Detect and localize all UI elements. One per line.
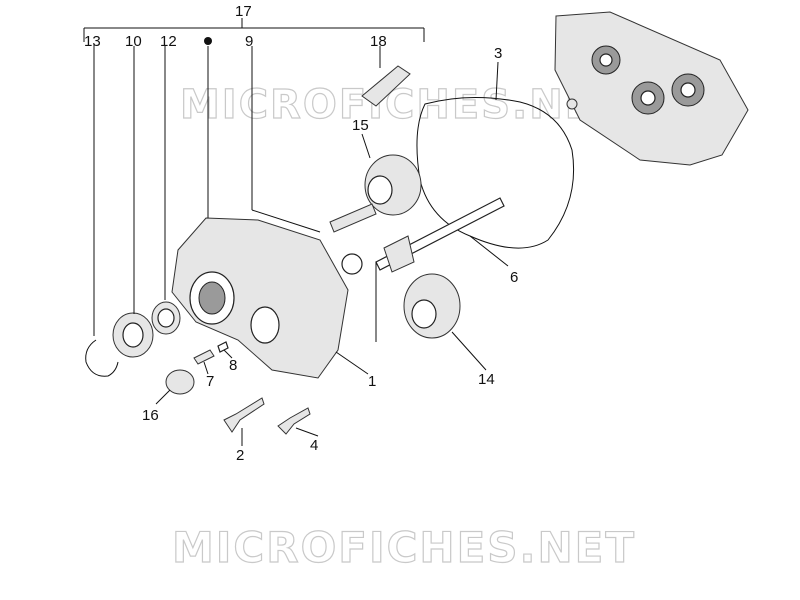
watermark-top: MICROFICHES.NET bbox=[180, 82, 623, 128]
transmission-cover bbox=[171, 217, 363, 379]
callout-2: 2 bbox=[236, 447, 244, 464]
leader-lines bbox=[93, 44, 509, 446]
gearbox-case bbox=[554, 11, 749, 166]
callout-16: 16 bbox=[142, 407, 159, 424]
gear-14 bbox=[403, 273, 461, 339]
output-shaft bbox=[375, 197, 505, 273]
gear-15 bbox=[329, 154, 422, 233]
callout-12: 12 bbox=[160, 33, 177, 50]
callout-10: 10 bbox=[125, 33, 142, 50]
circlip-13 bbox=[85, 339, 119, 377]
bearing-10 bbox=[112, 312, 154, 358]
callout-14: 14 bbox=[478, 371, 495, 388]
callout-1: 1 bbox=[368, 373, 376, 390]
watermark-bottom: MICROFICHES.NET bbox=[172, 523, 636, 572]
screw-7 bbox=[193, 349, 215, 365]
callout-7: 7 bbox=[206, 373, 214, 390]
callout-3: 3 bbox=[494, 45, 502, 62]
callout-6: 6 bbox=[510, 269, 518, 286]
reference-dot bbox=[204, 37, 212, 45]
seal-12 bbox=[151, 301, 181, 335]
callout-17: 17 bbox=[235, 3, 252, 20]
group-bracket-17 bbox=[83, 18, 425, 45]
callout-9: 9 bbox=[245, 33, 253, 50]
callout-8: 8 bbox=[229, 357, 237, 374]
callout-18: 18 bbox=[370, 33, 387, 50]
shaft-18 bbox=[361, 65, 411, 107]
bolt-2 bbox=[223, 397, 265, 433]
callout-13: 13 bbox=[84, 33, 101, 50]
washer-8 bbox=[217, 341, 229, 353]
callout-15: 15 bbox=[352, 117, 369, 134]
plug-16 bbox=[165, 369, 195, 395]
bolt-4 bbox=[277, 407, 311, 435]
callout-4: 4 bbox=[310, 437, 318, 454]
